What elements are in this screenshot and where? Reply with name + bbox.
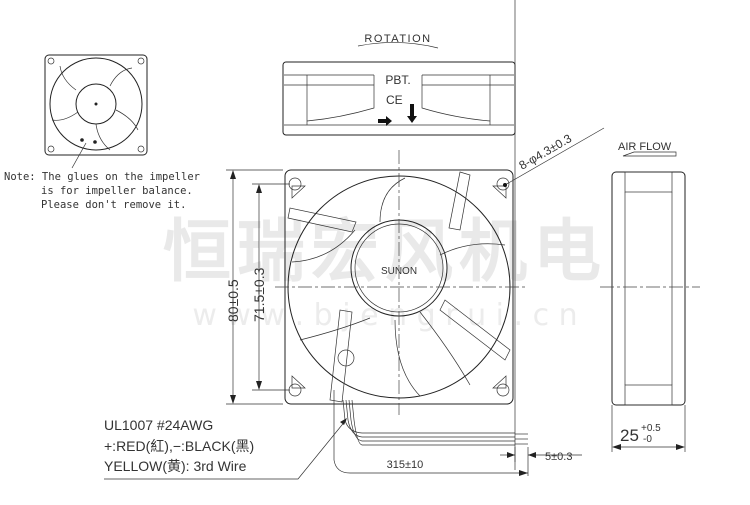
strip-length-dimension: 5±0.3 <box>545 451 572 463</box>
top-side-view: ROTATION PBT. CE <box>282 33 516 136</box>
rotation-arrow-icon <box>378 116 392 126</box>
airflow-label: AIR FLOW <box>618 141 672 153</box>
right-side-view: AIR FLOW 25 +0.5 -0 <box>600 141 700 452</box>
thickness-dimension: 25 <box>620 426 639 445</box>
airflow-arrow-icon <box>407 104 417 123</box>
material-label: PBT. <box>385 73 410 87</box>
thickness-tol-plus: +0.5 <box>641 423 661 434</box>
thickness-tol-minus: -0 <box>643 434 652 445</box>
wire-spec-line-3: YELLOW(黄): 3rd Wire <box>104 458 247 474</box>
wire-length-dimension: 315±10 <box>387 459 424 471</box>
hole-pitch-dimension: 71.5±0.3 <box>251 267 267 322</box>
watermark-brand: 恒瑞宏风机电 <box>163 213 607 292</box>
small-fan-view <box>44 54 148 169</box>
height-dimensions: 80±0.5 71.5±0.3 <box>225 169 290 405</box>
outer-size-dimension: 80±0.5 <box>225 279 241 322</box>
wire-spec: UL1007 #24AWG +:RED(紅),−:BLACK(黑) YELLOW… <box>104 417 347 480</box>
impeller-note: Note: The glues on the impeller is for i… <box>4 171 200 211</box>
note-line-2: is for impeller balance. <box>41 185 193 197</box>
wire-spec-line-1: UL1007 #24AWG <box>104 417 213 433</box>
note-line-3: Please don't remove it. <box>41 199 186 211</box>
note-line-1: Note: The glues on the impeller <box>4 171 200 183</box>
lead-wires: 315±10 5±0.3 <box>333 0 582 476</box>
hole-spec-label: 8-φ4.3±0.3 <box>517 131 575 172</box>
rotation-label: ROTATION <box>364 33 431 45</box>
ce-mark: CE <box>386 93 403 107</box>
wire-spec-line-2: +:RED(紅),−:BLACK(黑) <box>104 438 254 454</box>
